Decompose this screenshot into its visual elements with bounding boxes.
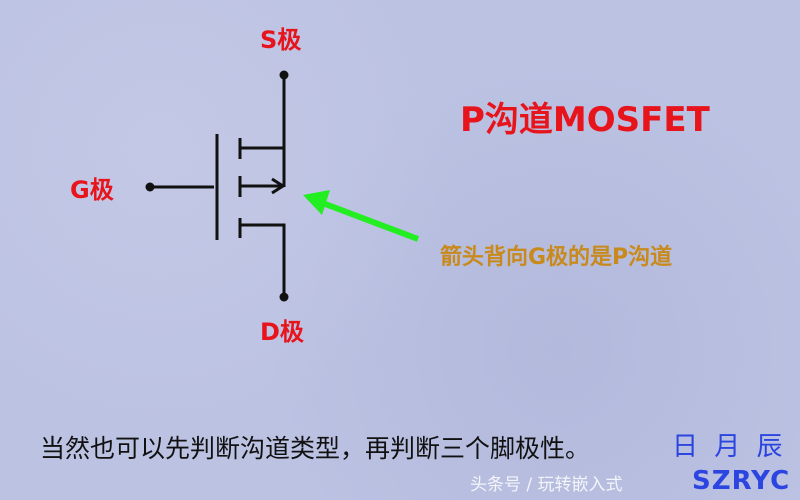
bottom-caption: 当然也可以先判断沟道类型，再判断三个脚极性。 bbox=[40, 434, 591, 463]
arrow-head-icon bbox=[271, 177, 286, 195]
arrow-note: 箭头背向G极的是P沟道 bbox=[440, 245, 673, 270]
source-terminal bbox=[279, 70, 289, 80]
gate-label: G极 bbox=[70, 176, 114, 204]
drain-label: D极 bbox=[260, 318, 304, 346]
drain-terminal bbox=[279, 292, 289, 302]
source-label: S极 bbox=[260, 26, 302, 54]
drain-lead bbox=[240, 223, 286, 297]
slide-title: P沟道MOSFET bbox=[460, 100, 710, 140]
brand-logo-en: SZRYC bbox=[692, 466, 791, 496]
gate-terminal bbox=[145, 182, 155, 192]
brand-logo-cn: 日 月 辰 bbox=[672, 432, 787, 462]
watermark: 头条号 / 玩转嵌入式 bbox=[470, 475, 623, 495]
green-pointer-arrow-icon bbox=[303, 190, 420, 242]
